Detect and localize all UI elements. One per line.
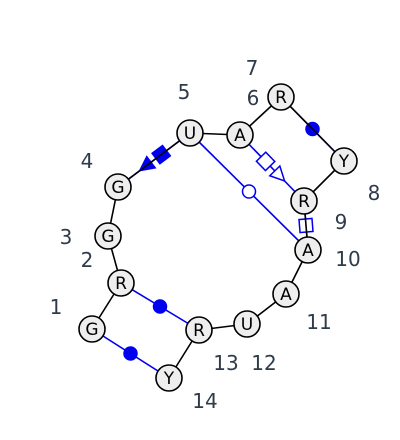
nucleotide-circle	[272, 280, 300, 308]
nucleotide-1: G	[78, 315, 106, 343]
nucleotide-7: R	[267, 83, 295, 111]
nucleotide-3: G	[94, 222, 122, 250]
nucleotide-11: A	[272, 280, 300, 308]
nucleotide-circle	[94, 222, 122, 250]
nucleotide-letter: U	[184, 124, 196, 144]
position-number: 11	[306, 310, 331, 334]
nucleotide-circle	[226, 121, 254, 149]
base-pair-line	[239, 134, 305, 202]
nucleotide-letter: U	[241, 315, 253, 335]
position-number: 6	[247, 86, 260, 110]
position-number: 2	[81, 248, 94, 272]
position-number: 5	[178, 80, 191, 104]
backbone-segment	[117, 132, 191, 188]
nucleotide-circle	[176, 119, 204, 147]
nucleotides: G R G G U A R Y R A A U R Y	[78, 83, 358, 392]
nucleotide-4: G	[104, 173, 132, 201]
nucleotide-6: A	[226, 121, 254, 149]
interaction-symbols	[123, 121, 320, 361]
position-number: 7	[246, 56, 259, 80]
nucleotide-letter: G	[111, 178, 124, 198]
position-number: 13	[213, 351, 238, 375]
nucleotide-circle	[78, 315, 106, 343]
position-number: 12	[251, 351, 276, 375]
nucleotide-letter: R	[275, 88, 287, 108]
base-pair-circle-symbol	[241, 184, 257, 199]
nucleotide-circle	[185, 316, 213, 344]
position-number: 14	[192, 389, 217, 413]
nucleotide-circle	[330, 147, 358, 175]
nucleotide-letter: Y	[163, 369, 175, 389]
position-number: 9	[335, 210, 348, 234]
base-pair-circle-symbol	[123, 346, 138, 361]
backbone-segment	[280, 96, 345, 162]
position-number: 8	[368, 181, 381, 205]
nucleotide-letter: Y	[338, 152, 350, 172]
nucleotide-13: R	[185, 316, 213, 344]
nucleotide-2: R	[107, 269, 135, 297]
nucleotide-letter: R	[193, 321, 205, 341]
nucleotide-circle	[294, 236, 322, 264]
nucleotide-8: Y	[330, 147, 358, 175]
nucleotide-12: U	[233, 310, 261, 338]
position-number: 3	[60, 225, 73, 249]
nucleotide-letter: A	[302, 241, 314, 261]
nucleotide-letter: A	[280, 285, 292, 305]
base-pair-circle-symbol	[152, 299, 168, 314]
nucleotide-14: Y	[155, 364, 183, 392]
nucleotide-9: R	[290, 187, 318, 215]
nucleotide-5: U	[176, 119, 204, 147]
nucleotide-circle	[104, 173, 132, 201]
position-number: 4	[81, 149, 94, 173]
nucleotide-circle	[233, 310, 261, 338]
position-number: 10	[335, 247, 360, 271]
nucleotide-letter: R	[115, 274, 127, 294]
nucleotide-letter: R	[298, 192, 310, 212]
nucleotide-letter: G	[85, 320, 98, 340]
position-number: 1	[50, 295, 63, 319]
nucleotide-circle	[107, 269, 135, 297]
nucleotide-10: A	[294, 236, 322, 264]
base-pair-square-symbol	[255, 151, 276, 172]
nucleotide-circle	[267, 83, 295, 111]
nucleotide-letter: A	[234, 126, 246, 146]
nucleotide-circle	[155, 364, 183, 392]
nucleotide-circle	[290, 187, 318, 215]
nucleotide-letter: G	[101, 227, 114, 247]
base-pair-triangle-symbol	[268, 164, 286, 183]
